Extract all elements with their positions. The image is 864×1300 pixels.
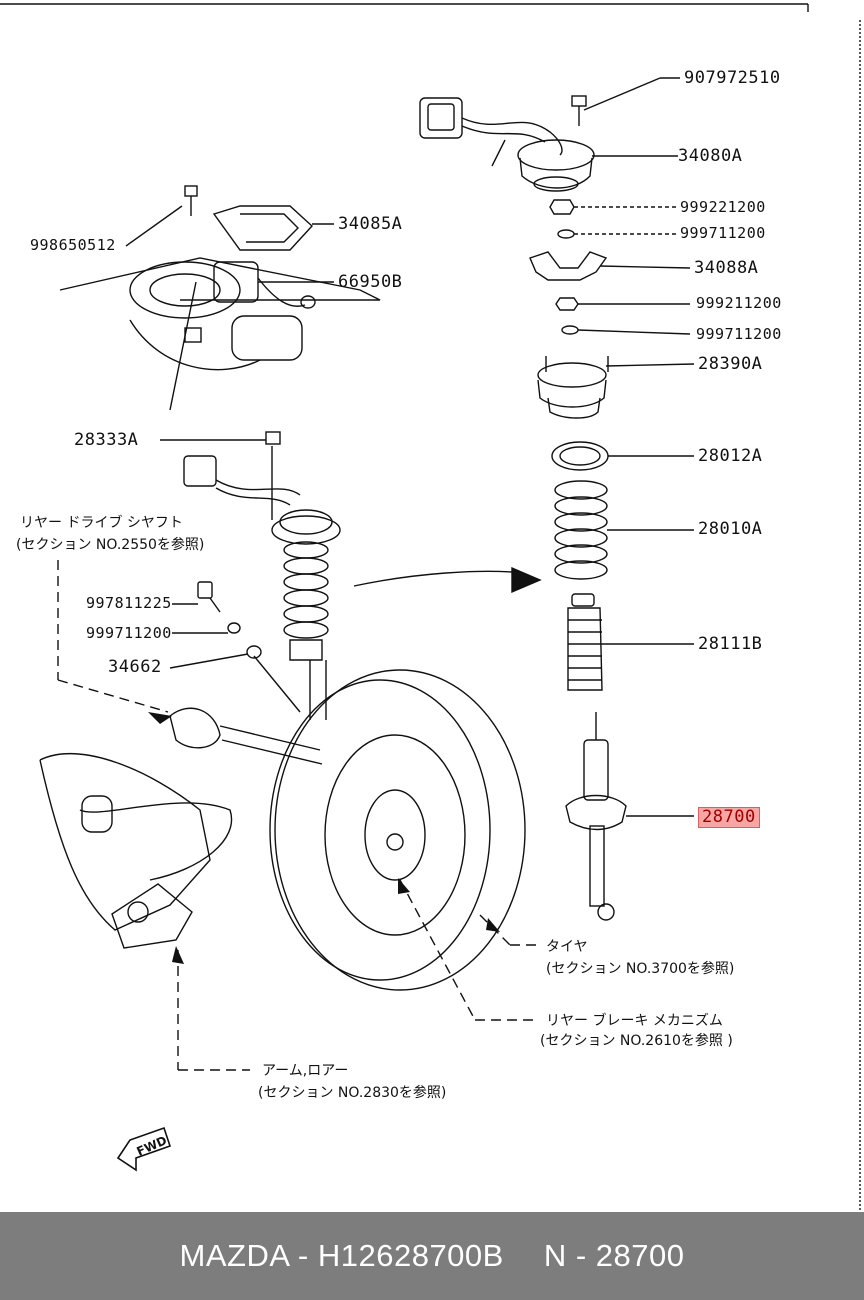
note-drive-shaft-ref: (セクション NO.2550を参照) xyxy=(16,537,205,553)
callout-28390a: 28390A xyxy=(698,354,763,374)
callout-999211200: 999211200 xyxy=(696,294,782,312)
footer-bar: MAZDA - H12628700B N - 28700 xyxy=(0,1212,864,1300)
callout-34088a: 34088A xyxy=(694,258,759,278)
callout-999221200: 999221200 xyxy=(680,198,766,216)
callout-66950b: 66950B xyxy=(338,272,403,292)
callout-999711200-b: 999711200 xyxy=(696,325,782,343)
callout-28333a: 28333A xyxy=(74,430,139,450)
callout-28010a: 28010A xyxy=(698,519,763,539)
note-drive-shaft-title: リヤー ドライブ シヤフト xyxy=(20,515,183,531)
callout-28111b: 28111B xyxy=(698,634,763,654)
callout-999711200-a: 999711200 xyxy=(680,224,766,242)
footer-part-code: MAZDA - H12628700B xyxy=(179,1238,504,1273)
callout-28012a: 28012A xyxy=(698,446,763,466)
note-brake-title: リヤー ブレーキ メカニズム xyxy=(546,1013,723,1029)
callout-34085a: 34085A xyxy=(338,214,403,234)
parts-diagram: 907972510 34080A 999221200 999711200 340… xyxy=(0,3,861,1210)
note-tire-title: タイヤ xyxy=(546,939,588,955)
callout-34662: 34662 xyxy=(108,657,162,677)
callout-998650512: 998650512 xyxy=(30,236,116,254)
callout-34080a: 34080A xyxy=(678,146,743,166)
note-arm-ref: (セクション NO.2830を参照) xyxy=(258,1085,447,1101)
note-tire-ref: (セクション NO.3700を参照) xyxy=(546,961,735,977)
callout-997811225: 997811225 xyxy=(86,594,172,612)
note-arm-title: アーム,ロアー xyxy=(262,1063,349,1079)
footer-part-number: N - 28700 xyxy=(543,1238,685,1273)
callout-907972510: 907972510 xyxy=(684,68,781,88)
note-brake-ref: (セクション NO.2610を参照 ) xyxy=(540,1033,733,1049)
fwd-arrow-icon xyxy=(116,1126,172,1172)
exploded-view-drawing xyxy=(0,3,861,1210)
callout-999711200-c: 999711200 xyxy=(86,624,172,642)
callout-28700-highlighted[interactable]: 28700 xyxy=(698,807,760,828)
